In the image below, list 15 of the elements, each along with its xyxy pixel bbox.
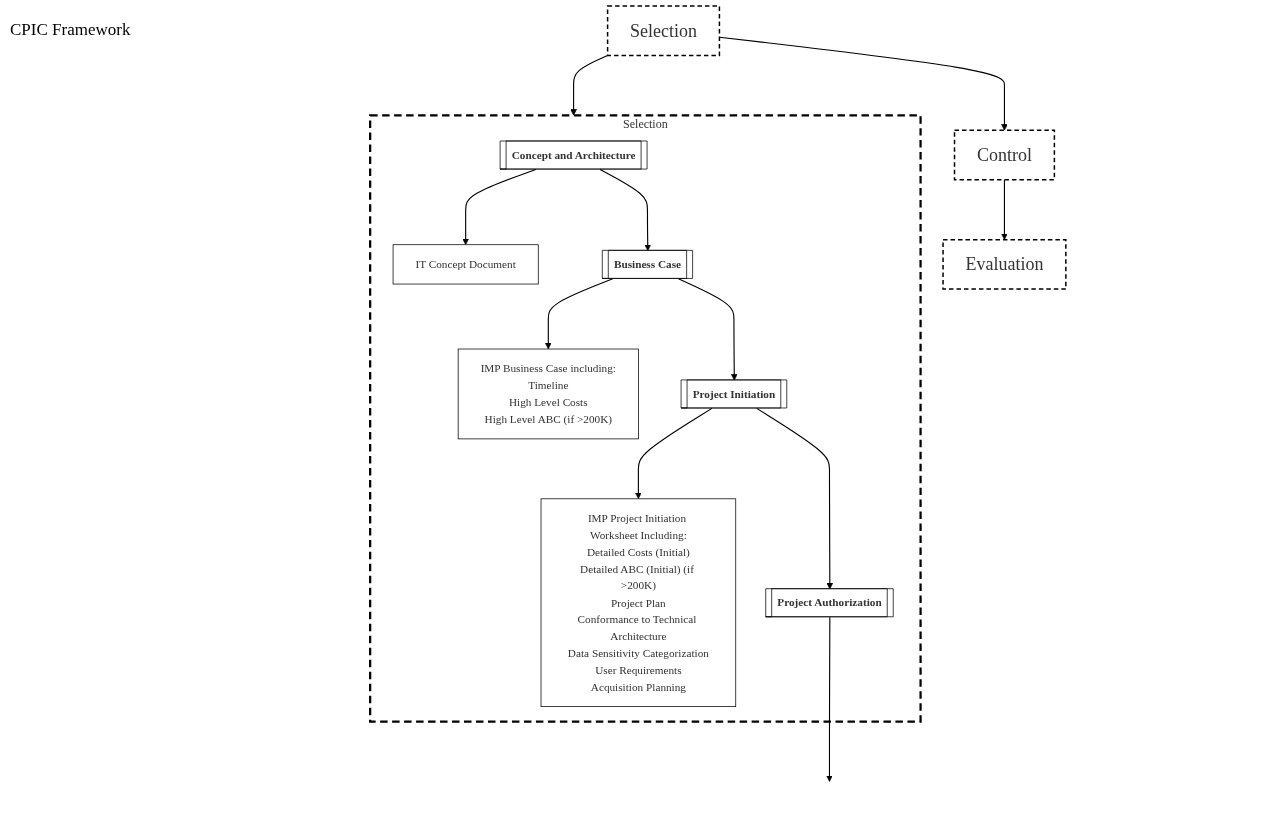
arrow: [756, 407, 834, 590]
arrow: [599, 168, 652, 251]
arrow: [635, 407, 713, 500]
arrow: [1001, 179, 1008, 240]
arrow: [826, 616, 833, 782]
arrow: [545, 278, 614, 350]
arrow: [570, 54, 609, 116]
node-box: IMP Business Case including: Timeline High Level Costs High Level ABC (if >200K): [457, 348, 639, 440]
node-box: Selection: [606, 5, 721, 57]
framework-caption: CPIC Framework: [10, 20, 132, 40]
node-box: IT Concept Document: [392, 244, 539, 285]
node-box: Evaluation: [942, 238, 1067, 290]
node-box: IMP Project Initiation Worksheet Including: Detailed Costs (Initial) Detailed ABC (Initial) (if >200K) Project Plan Conformance to Technical Architecture Data Sensitivity Categorization User Requirements Acquisition Planning: [540, 498, 737, 707]
node-box: Control: [953, 129, 1056, 181]
arrow: [677, 278, 738, 381]
